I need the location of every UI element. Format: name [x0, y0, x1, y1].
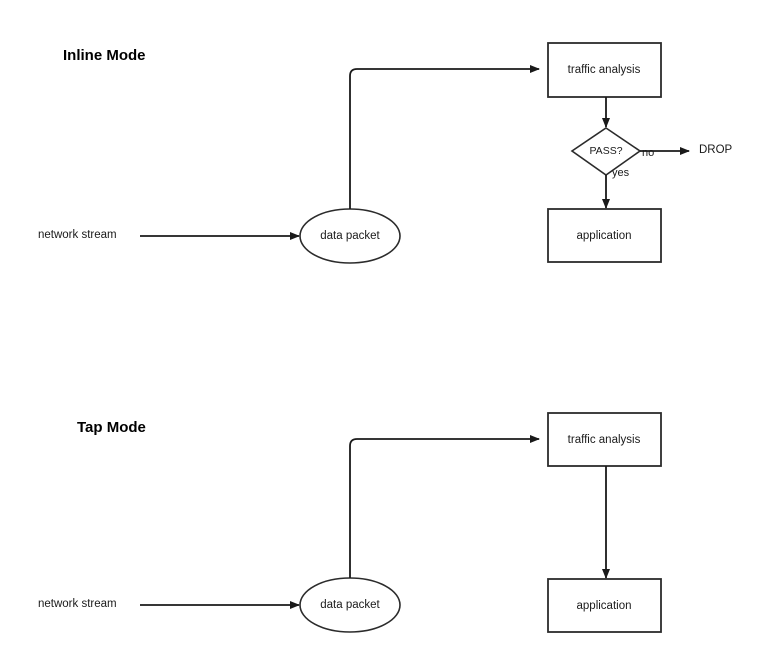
inline-traffic-analysis-label: traffic analysis: [567, 64, 641, 76]
tap-data-packet-label: data packet: [320, 599, 380, 611]
tap-mode-heading: Tap Mode: [77, 419, 146, 436]
tap-traffic-analysis-node[interactable]: [547, 412, 662, 467]
inline-network-stream-label: network stream: [38, 229, 117, 241]
inline-pass-decision-label: PASS?: [589, 145, 623, 157]
inline-application-node[interactable]: [547, 208, 662, 263]
inline-yes-branch-label: yes: [612, 167, 630, 179]
inline-packet-to-analysis-edge: [349, 65, 540, 209]
tap-traffic-analysis-label: traffic analysis: [567, 434, 641, 446]
inline-data-packet-label: data packet: [320, 230, 380, 242]
inline-traffic-analysis-node[interactable]: [547, 42, 662, 98]
inline-application-label: application: [576, 230, 632, 242]
tap-packet-to-analysis-edge: [349, 435, 540, 578]
tap-application-node[interactable]: [547, 578, 662, 633]
tap-network-stream-label: network stream: [38, 598, 117, 610]
inline-no-branch-label: no: [642, 147, 655, 159]
inline-mode-heading: Inline Mode: [63, 47, 146, 64]
tap-application-label: application: [576, 600, 632, 612]
inline-drop-label: DROP: [699, 144, 733, 156]
